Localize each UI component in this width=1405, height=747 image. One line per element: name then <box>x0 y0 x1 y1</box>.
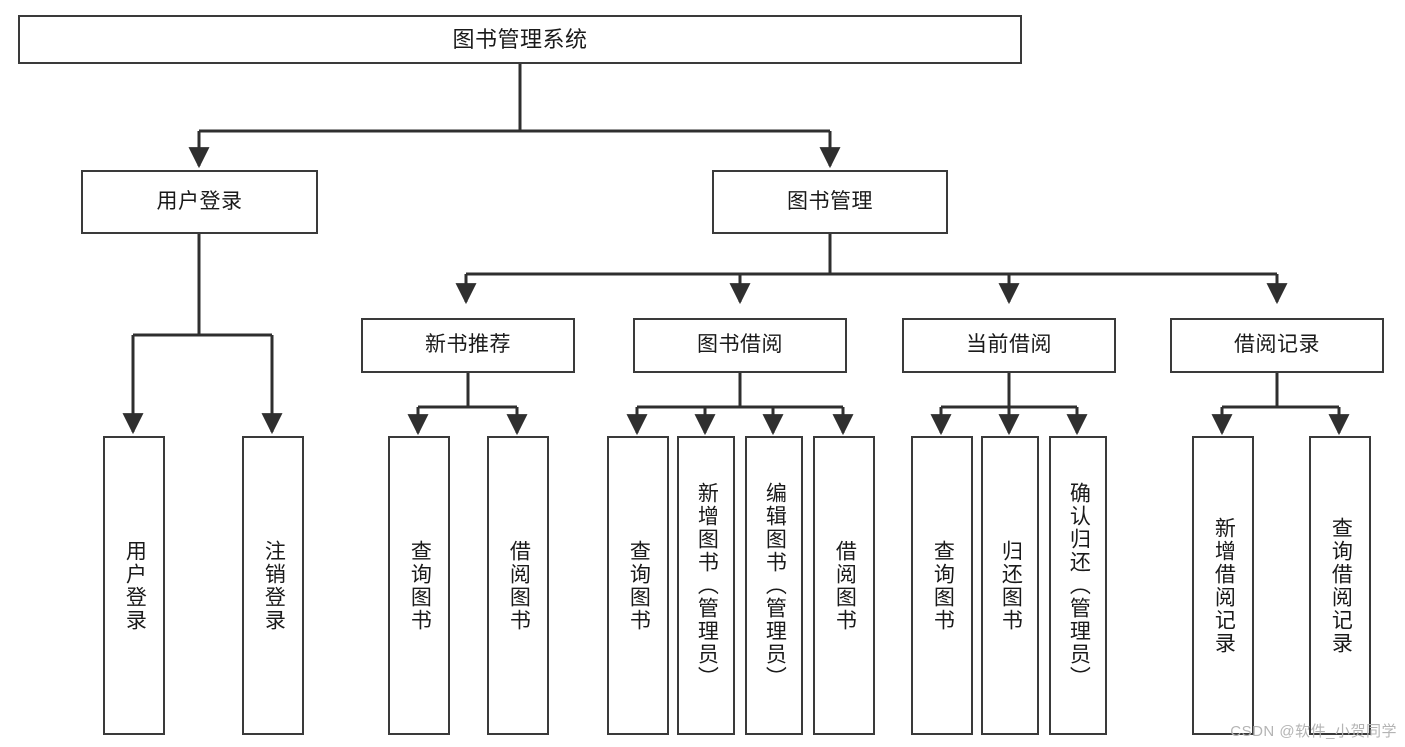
node-label: 确认归还（管理员） <box>1067 482 1091 689</box>
node-label: 当前借阅 <box>966 333 1052 357</box>
leaf-borrow-borrow-book[interactable]: 借阅图书 <box>813 436 875 735</box>
leaf-user-login-logout[interactable]: 注销登录 <box>242 436 304 735</box>
node-user-login[interactable]: 用户登录 <box>81 170 318 234</box>
node-new-book-recommend[interactable]: 新书推荐 <box>361 318 575 373</box>
node-book-borrow[interactable]: 图书借阅 <box>633 318 847 373</box>
node-label: 查询图书 <box>408 539 432 632</box>
node-label: 新增借阅记录 <box>1212 516 1236 655</box>
node-current-borrow[interactable]: 当前借阅 <box>902 318 1116 373</box>
leaf-recommend-query-book[interactable]: 查询图书 <box>388 436 450 735</box>
node-label: 归还图书 <box>999 539 1023 632</box>
node-label: 注销登录 <box>262 539 286 632</box>
node-label: 借阅记录 <box>1234 333 1320 357</box>
leaf-current-return-book[interactable]: 归还图书 <box>981 436 1039 735</box>
watermark-text: CSDN @软件_小贺同学 <box>1230 723 1397 740</box>
node-label: 查询图书 <box>931 539 955 632</box>
node-book-management[interactable]: 图书管理 <box>712 170 948 234</box>
leaf-borrow-query-book[interactable]: 查询图书 <box>607 436 669 735</box>
node-root-system[interactable]: 图书管理系统 <box>18 15 1022 64</box>
node-label: 用户登录 <box>123 539 147 632</box>
node-label: 图书借阅 <box>697 333 783 357</box>
leaf-borrow-add-book-admin[interactable]: 新增图书（管理员） <box>677 436 735 735</box>
node-label: 图书管理 <box>787 189 873 213</box>
leaf-current-confirm-return-admin[interactable]: 确认归还（管理员） <box>1049 436 1107 735</box>
node-label: 图书管理系统 <box>452 26 588 52</box>
node-label: 借阅图书 <box>507 539 531 632</box>
leaf-user-login-login[interactable]: 用户登录 <box>103 436 165 735</box>
leaf-recommend-borrow-book[interactable]: 借阅图书 <box>487 436 549 735</box>
node-label: 新增图书（管理员） <box>695 482 719 689</box>
leaf-record-query-record[interactable]: 查询借阅记录 <box>1309 436 1371 735</box>
node-label: 新书推荐 <box>425 333 511 357</box>
node-label: 编辑图书（管理员） <box>763 482 787 689</box>
leaf-borrow-edit-book-admin[interactable]: 编辑图书（管理员） <box>745 436 803 735</box>
node-label: 借阅图书 <box>833 539 857 632</box>
node-label: 用户登录 <box>156 189 243 213</box>
node-label: 查询图书 <box>627 539 651 632</box>
leaf-record-add-record[interactable]: 新增借阅记录 <box>1192 436 1254 735</box>
leaf-current-query-book[interactable]: 查询图书 <box>911 436 973 735</box>
node-borrow-record[interactable]: 借阅记录 <box>1170 318 1384 373</box>
node-label: 查询借阅记录 <box>1329 516 1353 655</box>
